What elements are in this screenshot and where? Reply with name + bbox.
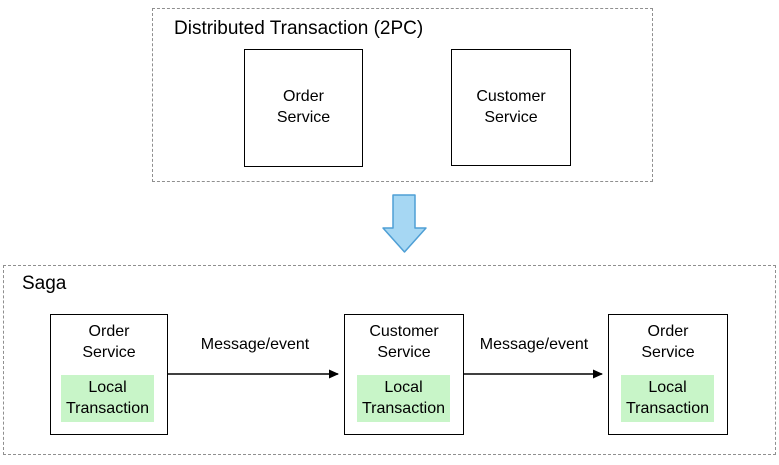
local-transaction-label: Local Transaction bbox=[362, 378, 445, 417]
node-order-service-saga-2: Order Service Local Transaction bbox=[608, 314, 728, 435]
node-label: Customer Service bbox=[369, 323, 439, 361]
node-customer-service-2pc: Customer Service bbox=[451, 49, 571, 166]
distributed-transaction-container: Distributed Transaction (2PC) Order Serv… bbox=[152, 8, 653, 182]
saga-container: Saga Order Service Local Transaction Cus… bbox=[3, 265, 776, 455]
transform-down-arrow-shape bbox=[382, 194, 427, 253]
local-transaction-label: Local Transaction bbox=[626, 378, 709, 417]
node-label: Order Service bbox=[641, 323, 695, 361]
message-event-label-1: Message/event bbox=[200, 336, 310, 353]
node-order-service-saga-1: Order Service Local Transaction bbox=[50, 314, 168, 435]
distributed-transaction-title: Distributed Transaction (2PC) bbox=[174, 18, 424, 39]
node-label: Order Service bbox=[82, 323, 136, 361]
local-transaction-box: Local Transaction bbox=[61, 375, 154, 422]
node-label: Order Service bbox=[276, 88, 331, 126]
saga-title: Saga bbox=[22, 273, 67, 294]
node-order-service-2pc: Order Service bbox=[244, 49, 363, 167]
transform-down-arrow-icon bbox=[382, 194, 427, 253]
local-transaction-label: Local Transaction bbox=[66, 378, 149, 417]
node-customer-service-saga: Customer Service Local Transaction bbox=[344, 314, 464, 435]
node-label: Customer Service bbox=[476, 87, 546, 126]
local-transaction-box: Local Transaction bbox=[357, 375, 450, 422]
local-transaction-box: Local Transaction bbox=[621, 375, 714, 422]
message-event-label-2: Message/event bbox=[479, 336, 589, 353]
